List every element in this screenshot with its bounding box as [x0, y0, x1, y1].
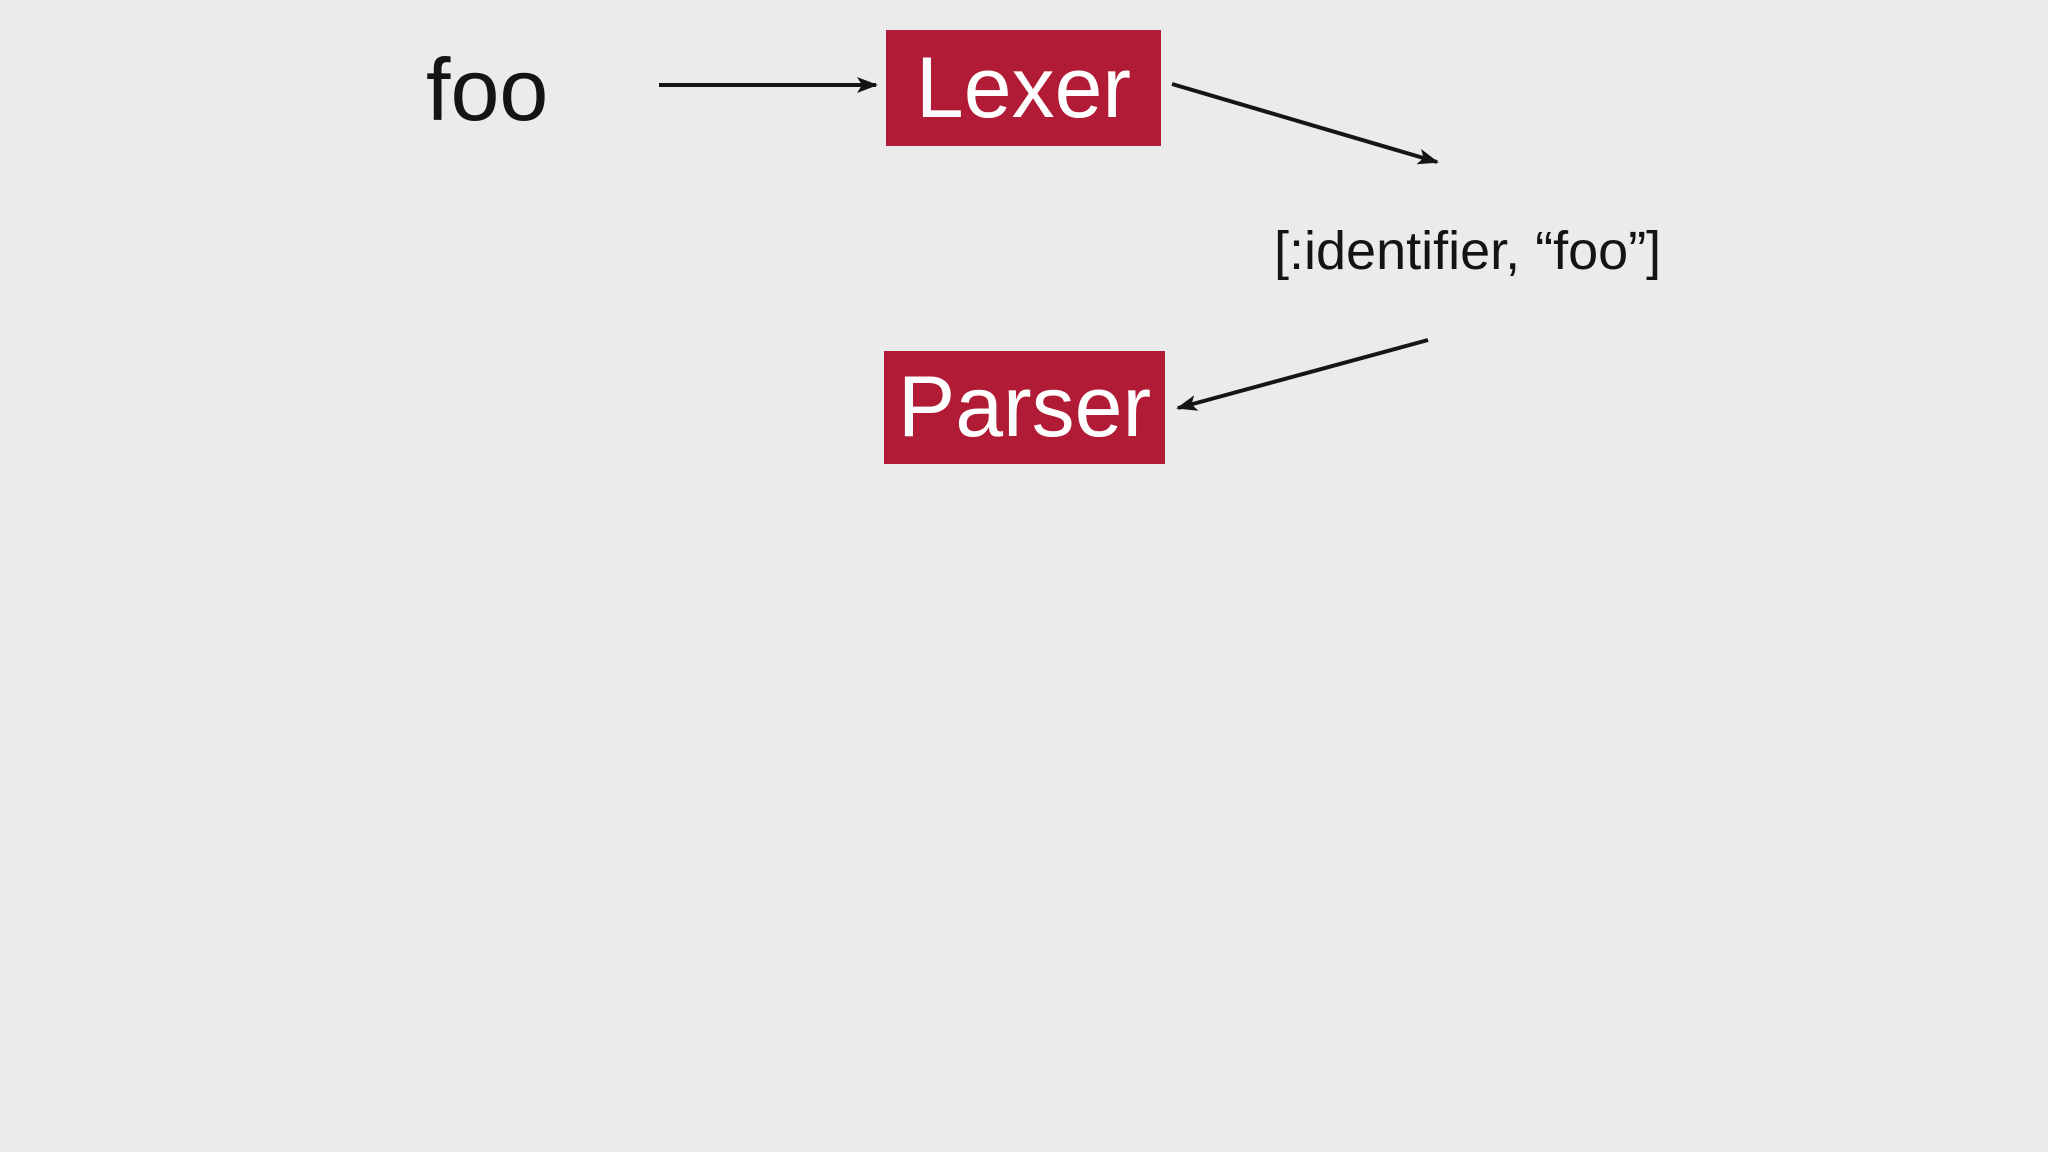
lexer-node-label: Lexer	[915, 39, 1132, 136]
lexer-node: Lexer	[886, 30, 1161, 146]
arrow-token-to-parser	[1176, 338, 1429, 411]
arrow-lexer-to-token	[1171, 82, 1439, 165]
source-text: foo	[426, 40, 549, 139]
token-text: [:identifier, “foo”]	[1274, 221, 1662, 281]
parser-node: Parser	[884, 351, 1165, 464]
parser-node-label: Parser	[897, 359, 1152, 455]
